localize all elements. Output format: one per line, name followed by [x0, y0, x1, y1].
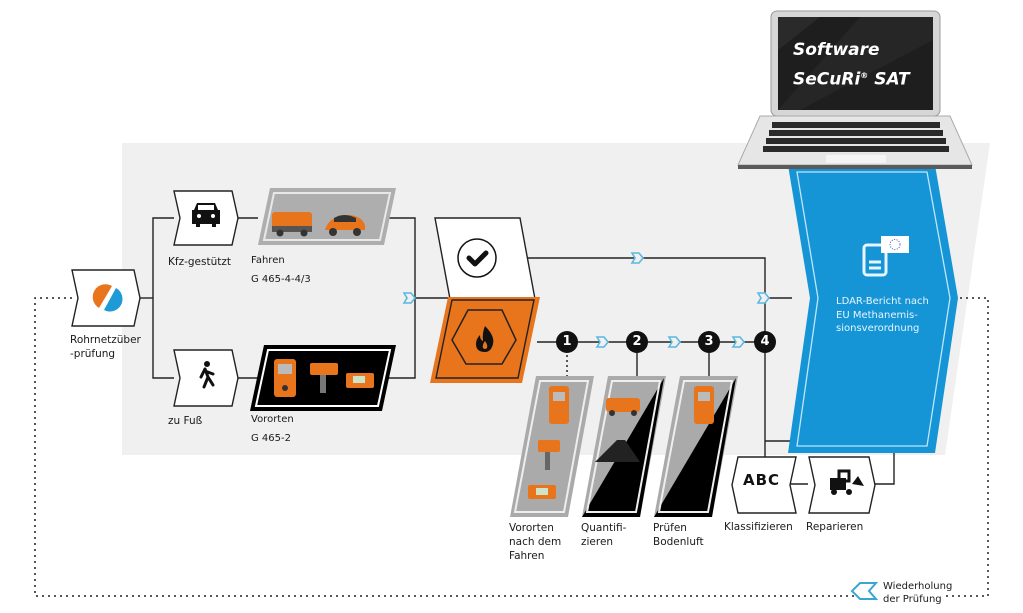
repeat-loop-line: [34, 297, 989, 597]
step-card-3[interactable]: [654, 376, 738, 517]
checkmark-icon: [457, 238, 497, 278]
mode-node-walk[interactable]: [173, 349, 239, 407]
method-standard: G 465-4-4/3: [251, 274, 311, 285]
method-card-detectors[interactable]: [250, 345, 396, 411]
method-title: Fahren: [251, 255, 285, 266]
back-arrow-icon: [850, 582, 879, 600]
start-label: Rohrnetzüber -prüfung: [70, 334, 141, 360]
step-card-1[interactable]: [510, 376, 594, 517]
chevron-right-icon: [402, 292, 417, 304]
step-label-2: Quantifi- zieren: [581, 522, 627, 548]
step-number-2: 2: [626, 331, 648, 353]
method-card-vehicles[interactable]: [258, 188, 396, 245]
decision-ok-node[interactable]: [434, 217, 536, 300]
laptop-icon: [737, 10, 973, 169]
method-title: Vororten: [251, 414, 294, 425]
software-title: Software SeCuRi® SAT: [793, 38, 910, 93]
step-label-3: Prüfen Bodenluft: [653, 522, 704, 548]
action-label-classify: Klassifizieren: [724, 521, 793, 533]
gas-detectors-image: [274, 359, 374, 397]
report-label: LDAR-Bericht nach EU Methanemis- sionsve…: [836, 296, 929, 334]
mode-label-car: Kfz-gestützt: [168, 256, 231, 268]
abc-icon: ABC: [743, 471, 781, 489]
walking-person-icon: [199, 361, 215, 389]
car-icon: [192, 203, 220, 227]
report-node[interactable]: [788, 165, 958, 453]
eu-document-icon: [862, 236, 909, 277]
flame-icon: [476, 326, 494, 352]
step-label-1: Vororten nach dem Fahren: [509, 522, 562, 562]
flow-markers: [402, 252, 850, 447]
step-number-4: 4: [754, 331, 776, 353]
step-number-1: 1: [556, 331, 578, 353]
software-title-line2: SeCuRi® SAT: [793, 69, 910, 90]
step-number-3: 3: [698, 331, 720, 353]
decision-leak-node[interactable]: [430, 297, 540, 383]
start-node[interactable]: [71, 269, 141, 327]
pie-logo-icon: [92, 284, 123, 312]
mode-node-car[interactable]: [173, 190, 239, 246]
repeat-label: Wiederholung der Prüfung: [883, 581, 953, 605]
step-card-2[interactable]: [582, 376, 666, 517]
method-label-walking: Vororten G 465-2: [251, 410, 294, 448]
excavator-icon: [830, 469, 864, 495]
method-label-driving: Fahren G 465-4-4/3: [251, 251, 311, 289]
mode-label-walk: zu Fuß: [168, 415, 203, 427]
software-title-line1: Software: [793, 40, 880, 60]
method-standard: G 465-2: [251, 433, 291, 444]
chevron-right-icon: [630, 252, 645, 264]
chevron-right-icon: [731, 336, 746, 348]
action-node-classify[interactable]: [731, 456, 797, 514]
action-label-repair: Reparieren: [806, 521, 864, 533]
chevron-right-icon: [667, 336, 682, 348]
action-node-repair[interactable]: [808, 456, 876, 514]
chevron-right-icon: [756, 292, 771, 304]
vehicles-image: [272, 212, 365, 237]
chevron-right-icon: [595, 336, 610, 348]
